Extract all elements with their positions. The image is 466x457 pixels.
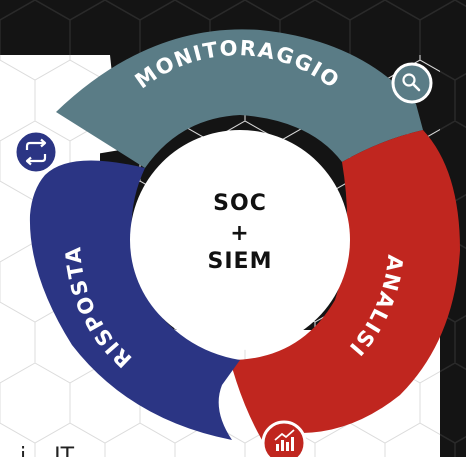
segment-monitoraggio[interactable] xyxy=(56,29,423,168)
segment-analisi[interactable] xyxy=(230,130,460,440)
center-line-2: + xyxy=(230,221,249,246)
segment-risposta-shape xyxy=(29,160,241,440)
footer-partial-text: i... IT xyxy=(20,444,75,457)
center-line-3: SIEM xyxy=(208,249,273,274)
segment-monitoraggio-shape xyxy=(56,29,423,168)
center-circle xyxy=(130,130,350,350)
search-icon[interactable] xyxy=(391,62,433,104)
chart-icon[interactable] xyxy=(261,420,307,457)
center-line-1: SOC xyxy=(213,191,267,216)
segment-risposta[interactable] xyxy=(29,160,241,440)
segment-analisi-shape xyxy=(230,130,460,440)
cycle-icon[interactable] xyxy=(13,129,59,175)
